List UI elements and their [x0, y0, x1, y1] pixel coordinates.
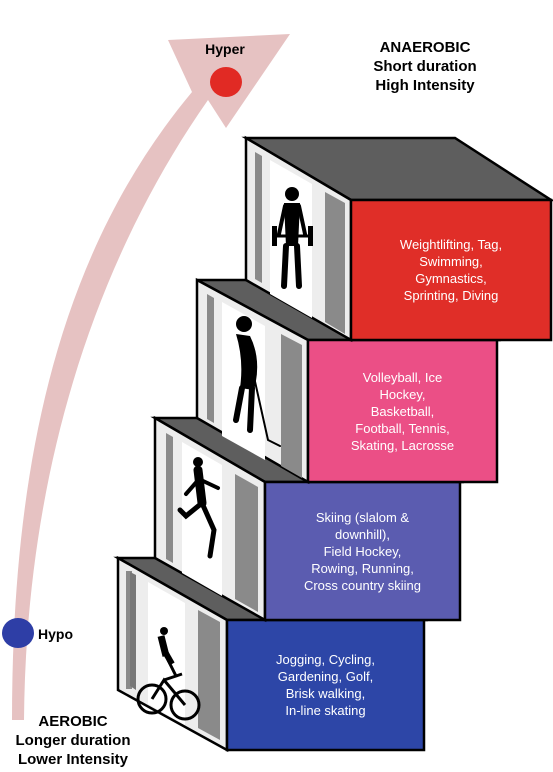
step-3-line: Field Hockey,	[323, 543, 402, 559]
anaerobic-line-3: High Intensity	[375, 77, 475, 94]
step-2-line: Football, Tennis,	[355, 420, 450, 436]
step-1-line: Swimming,	[419, 254, 483, 269]
step-3-line: Rowing, Running,	[311, 560, 414, 576]
step-2-line: Volleyball, Ice	[362, 369, 443, 385]
step-1-activities: Weightlifting, Tag, Swimming, Gymnastics…	[351, 200, 551, 340]
hockey-player-icon	[233, 316, 281, 447]
aerobic-line-2: Longer duration	[15, 732, 131, 749]
step-1-line: Gymnastics,	[415, 271, 487, 286]
anaerobic-label: ANAEROBIC Short duration High Intensity	[340, 38, 510, 95]
step-2-line: Basketball,	[370, 403, 435, 419]
step-3-front	[263, 480, 462, 622]
aerobic-label: AEROBIC Longer duration Lower Intensity	[0, 712, 146, 769]
step-4-line: Jogging, Cycling,	[276, 652, 375, 667]
cyclist-icon	[136, 627, 201, 721]
hyper-dot	[210, 67, 242, 97]
step-1-line: Sprinting, Diving	[403, 288, 499, 303]
step-2-activities: Volleyball, Ice Hockey, Basketball, Foot…	[308, 340, 497, 482]
step-2-front	[306, 338, 499, 484]
step-2-line: Skating, Lacrosse	[350, 437, 455, 453]
hypo-label: Hypo	[38, 626, 73, 642]
weightlifter-icon	[272, 187, 313, 289]
step-3-line: Cross country skiing	[303, 577, 422, 593]
step-1-front	[349, 198, 553, 342]
aerobic-line-3: Lower Intensity	[17, 751, 129, 768]
step-3-activities: Skiing (slalom & downhill), Field Hockey…	[265, 482, 460, 620]
step-4-line: Gardening, Golf,	[277, 669, 374, 684]
step-2-line: Hockey,	[379, 386, 426, 402]
step-4-activities: Jogging, Cycling, Gardening, Golf, Brisk…	[227, 620, 424, 750]
step-3-line: downhill),	[335, 526, 390, 542]
step-4-line: Brisk walking,	[285, 686, 366, 701]
aerobic-line-1: AEROBIC	[38, 713, 108, 730]
anaerobic-line-2: Short duration	[373, 58, 477, 75]
step-4-line: In-line skating	[285, 703, 366, 718]
step-3-line: Skiing (slalom &	[315, 509, 410, 525]
step-1-line: Weightlifting, Tag,	[399, 237, 503, 252]
hypo-dot	[2, 618, 34, 648]
intensity-arrow	[12, 34, 290, 720]
hyper-label: Hyper	[205, 41, 245, 57]
anaerobic-line-1: ANAEROBIC	[379, 39, 471, 56]
step-4-front	[225, 618, 426, 752]
step-1-box	[241, 135, 553, 343]
runner-icon	[177, 457, 220, 559]
